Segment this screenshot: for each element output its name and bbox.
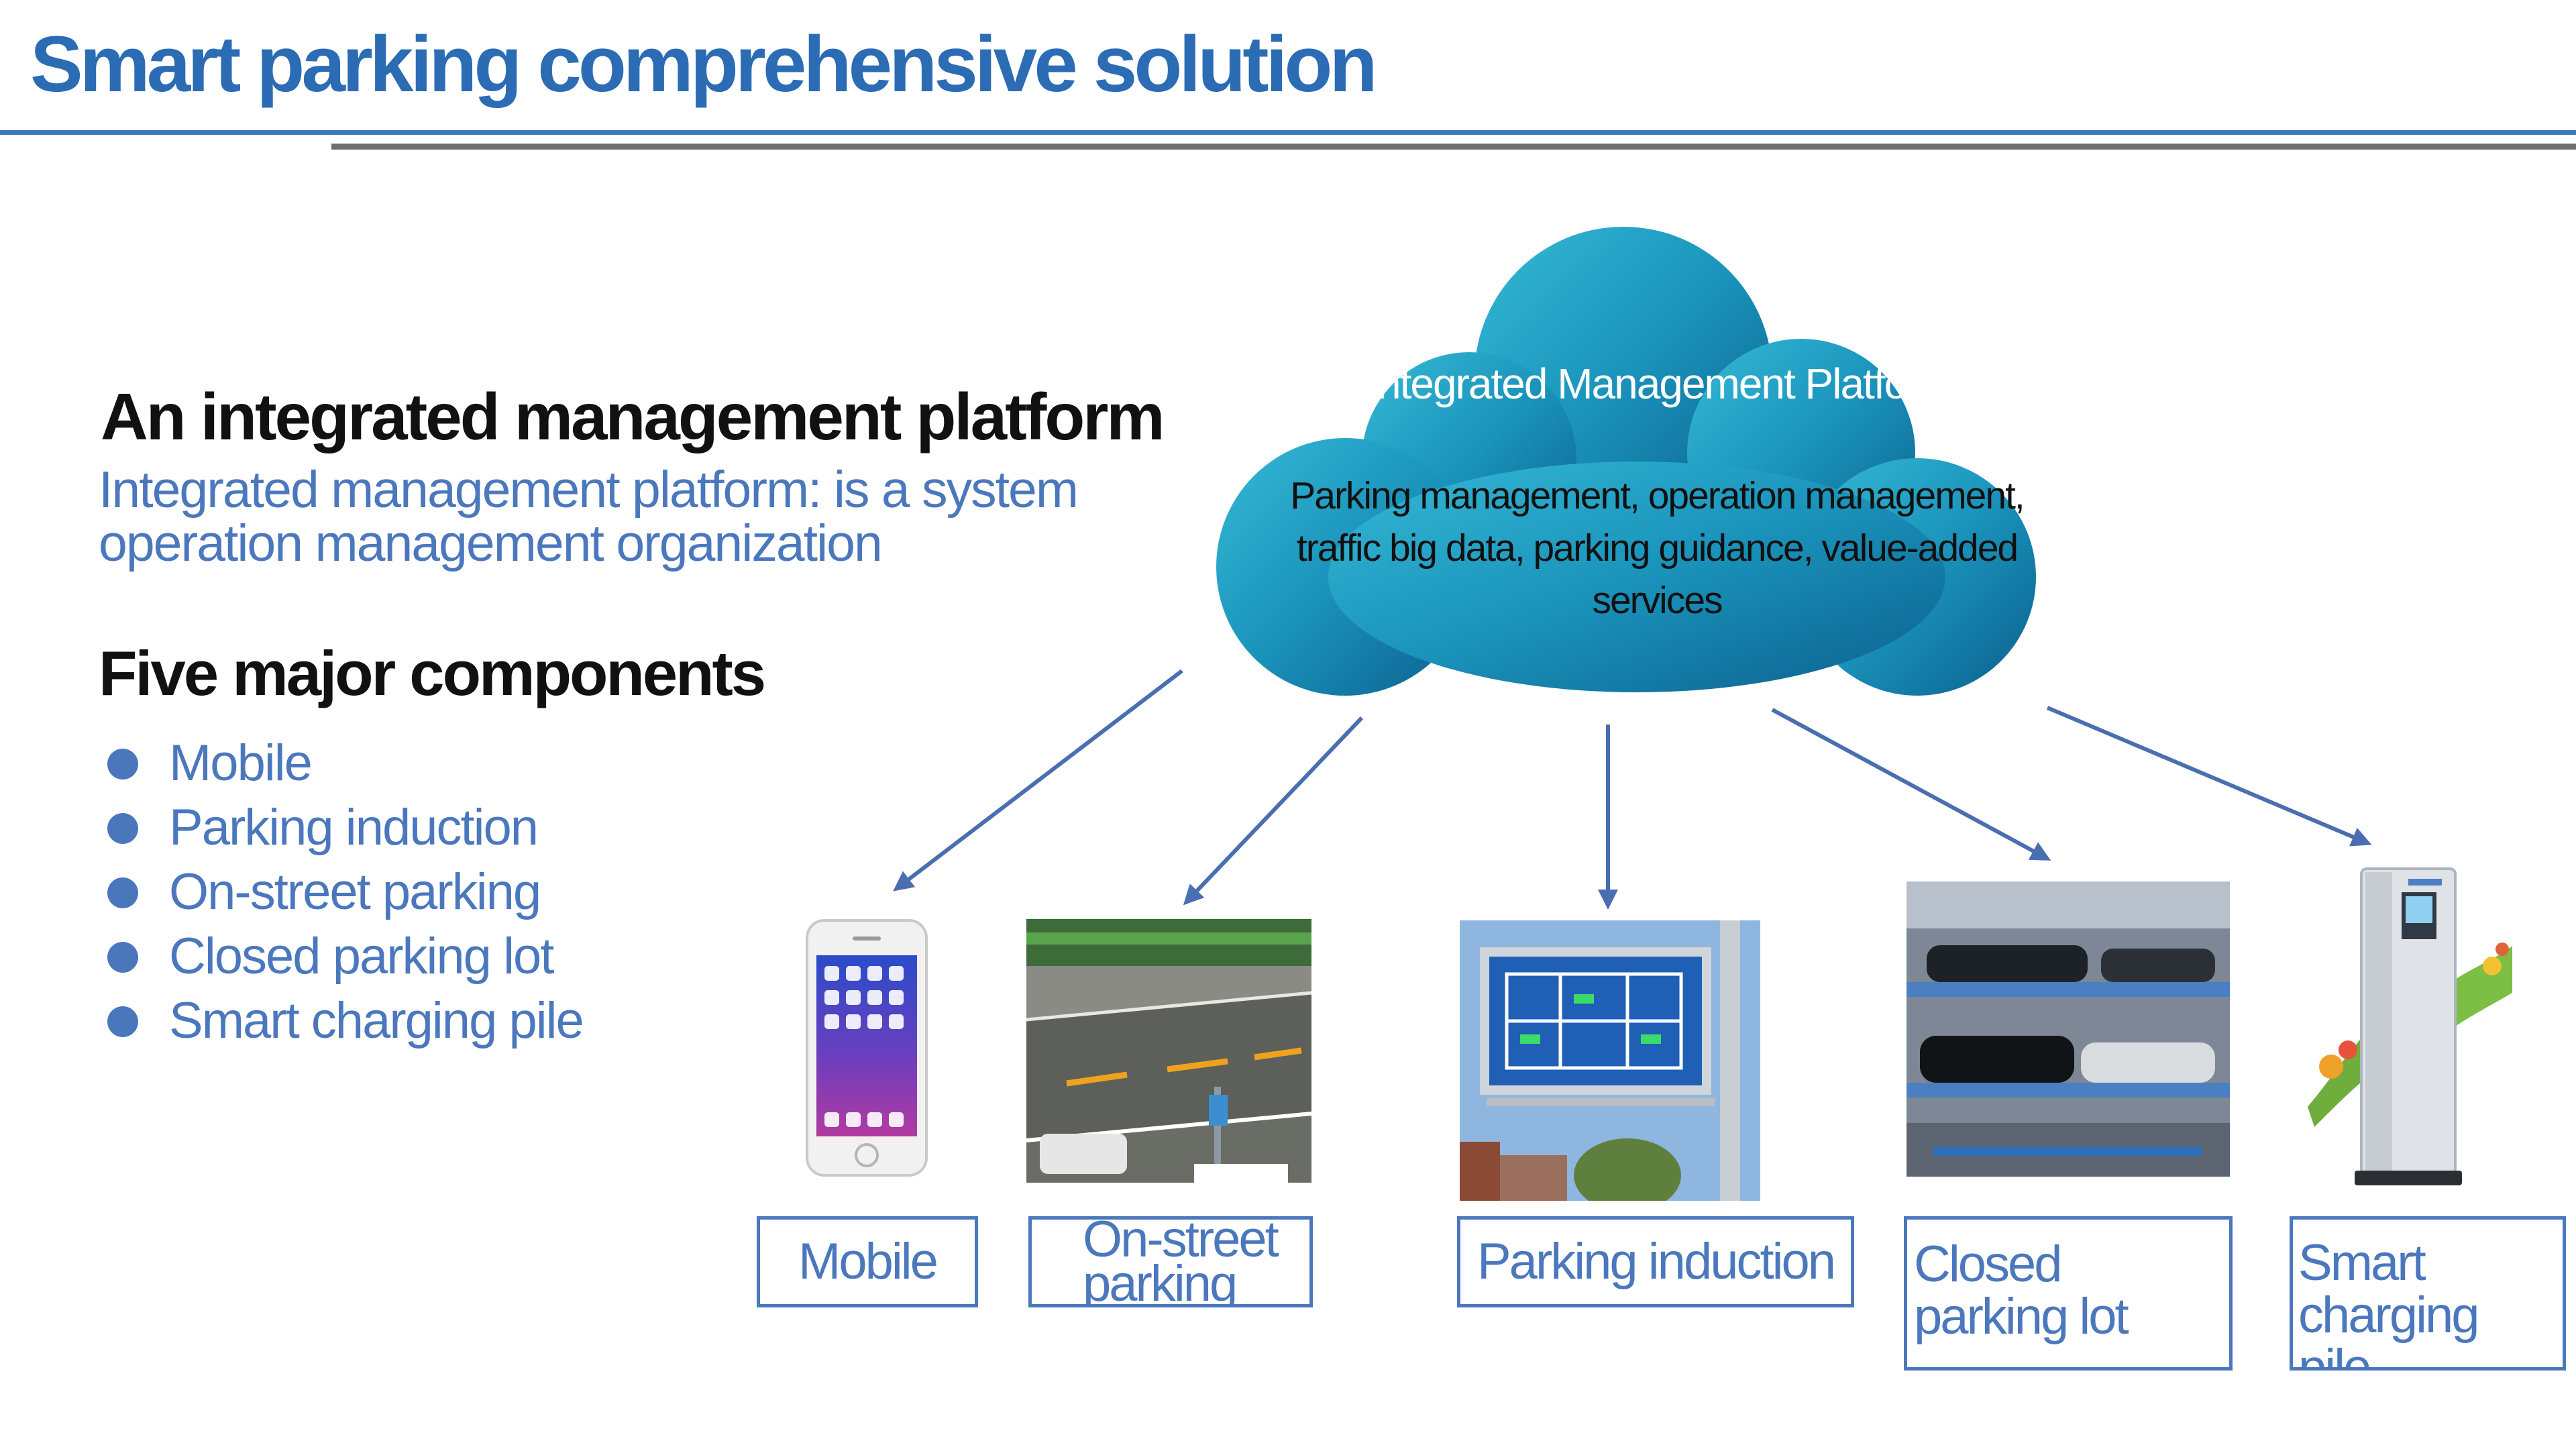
bullet-dot-icon bbox=[107, 942, 138, 973]
node-label-closed-lot: Closed parking lot bbox=[1904, 1216, 2233, 1371]
components-list: Mobile Parking induction On-street parki… bbox=[101, 731, 584, 1053]
guidance-sign-photo bbox=[1460, 920, 1760, 1201]
platform-heading: An integrated management platform bbox=[101, 380, 1165, 453]
bullet-dot-icon bbox=[107, 813, 138, 844]
list-item-label: Smart charging pile bbox=[169, 992, 584, 1049]
node-label-text: On-street parking bbox=[1083, 1216, 1279, 1307]
arrow-icon bbox=[893, 669, 1183, 892]
node-label-charging: Smart charging pile bbox=[2290, 1216, 2566, 1371]
cloud-title: Integrated Management Platform bbox=[1366, 360, 1955, 408]
bullet-dot-icon bbox=[107, 877, 138, 908]
street-parking-photo bbox=[1026, 919, 1311, 1183]
list-item: Closed parking lot bbox=[101, 924, 583, 989]
node-label-mobile: Mobile bbox=[757, 1216, 978, 1307]
list-item-label: Parking induction bbox=[169, 799, 539, 856]
smartphone-icon bbox=[802, 918, 932, 1179]
arrow-icon bbox=[1183, 716, 1364, 906]
list-item: Mobile bbox=[101, 731, 583, 796]
title-rule-gray bbox=[331, 144, 2576, 150]
list-item: Smart charging pile bbox=[101, 989, 584, 1053]
list-item: On-street parking bbox=[101, 860, 583, 924]
node-label-induction: Parking induction bbox=[1457, 1216, 1854, 1307]
list-item-label: On-street parking bbox=[169, 863, 541, 920]
cloud-description: Parking management, operation management… bbox=[1290, 474, 2025, 622]
list-item-label: Closed parking lot bbox=[169, 928, 554, 985]
platform-description: Integrated management platform: is a sys… bbox=[99, 461, 1079, 572]
arrow-icon bbox=[1771, 708, 2051, 861]
list-item-label: Mobile bbox=[169, 735, 313, 792]
node-label-on-street: On-street parking bbox=[1028, 1216, 1313, 1307]
page-title: Smart parking comprehensive solution bbox=[30, 20, 1378, 109]
bullet-dot-icon bbox=[107, 1006, 138, 1037]
arrow-icon bbox=[2046, 706, 2372, 847]
node-label-text: Mobile bbox=[798, 1233, 938, 1290]
components-heading: Five major components bbox=[99, 638, 766, 708]
bullet-dot-icon bbox=[107, 749, 138, 780]
stacked-garage-photo bbox=[1907, 881, 2230, 1177]
node-label-text: Closed parking lot bbox=[1914, 1236, 2129, 1345]
charging-pile-icon bbox=[2301, 865, 2512, 1187]
node-label-text: Smart charging pile bbox=[2298, 1234, 2480, 1371]
node-label-text: Parking induction bbox=[1477, 1233, 1836, 1290]
list-item: Parking induction bbox=[101, 796, 583, 860]
cloud-icon bbox=[1216, 227, 2036, 696]
title-rule-blue bbox=[0, 130, 2576, 135]
